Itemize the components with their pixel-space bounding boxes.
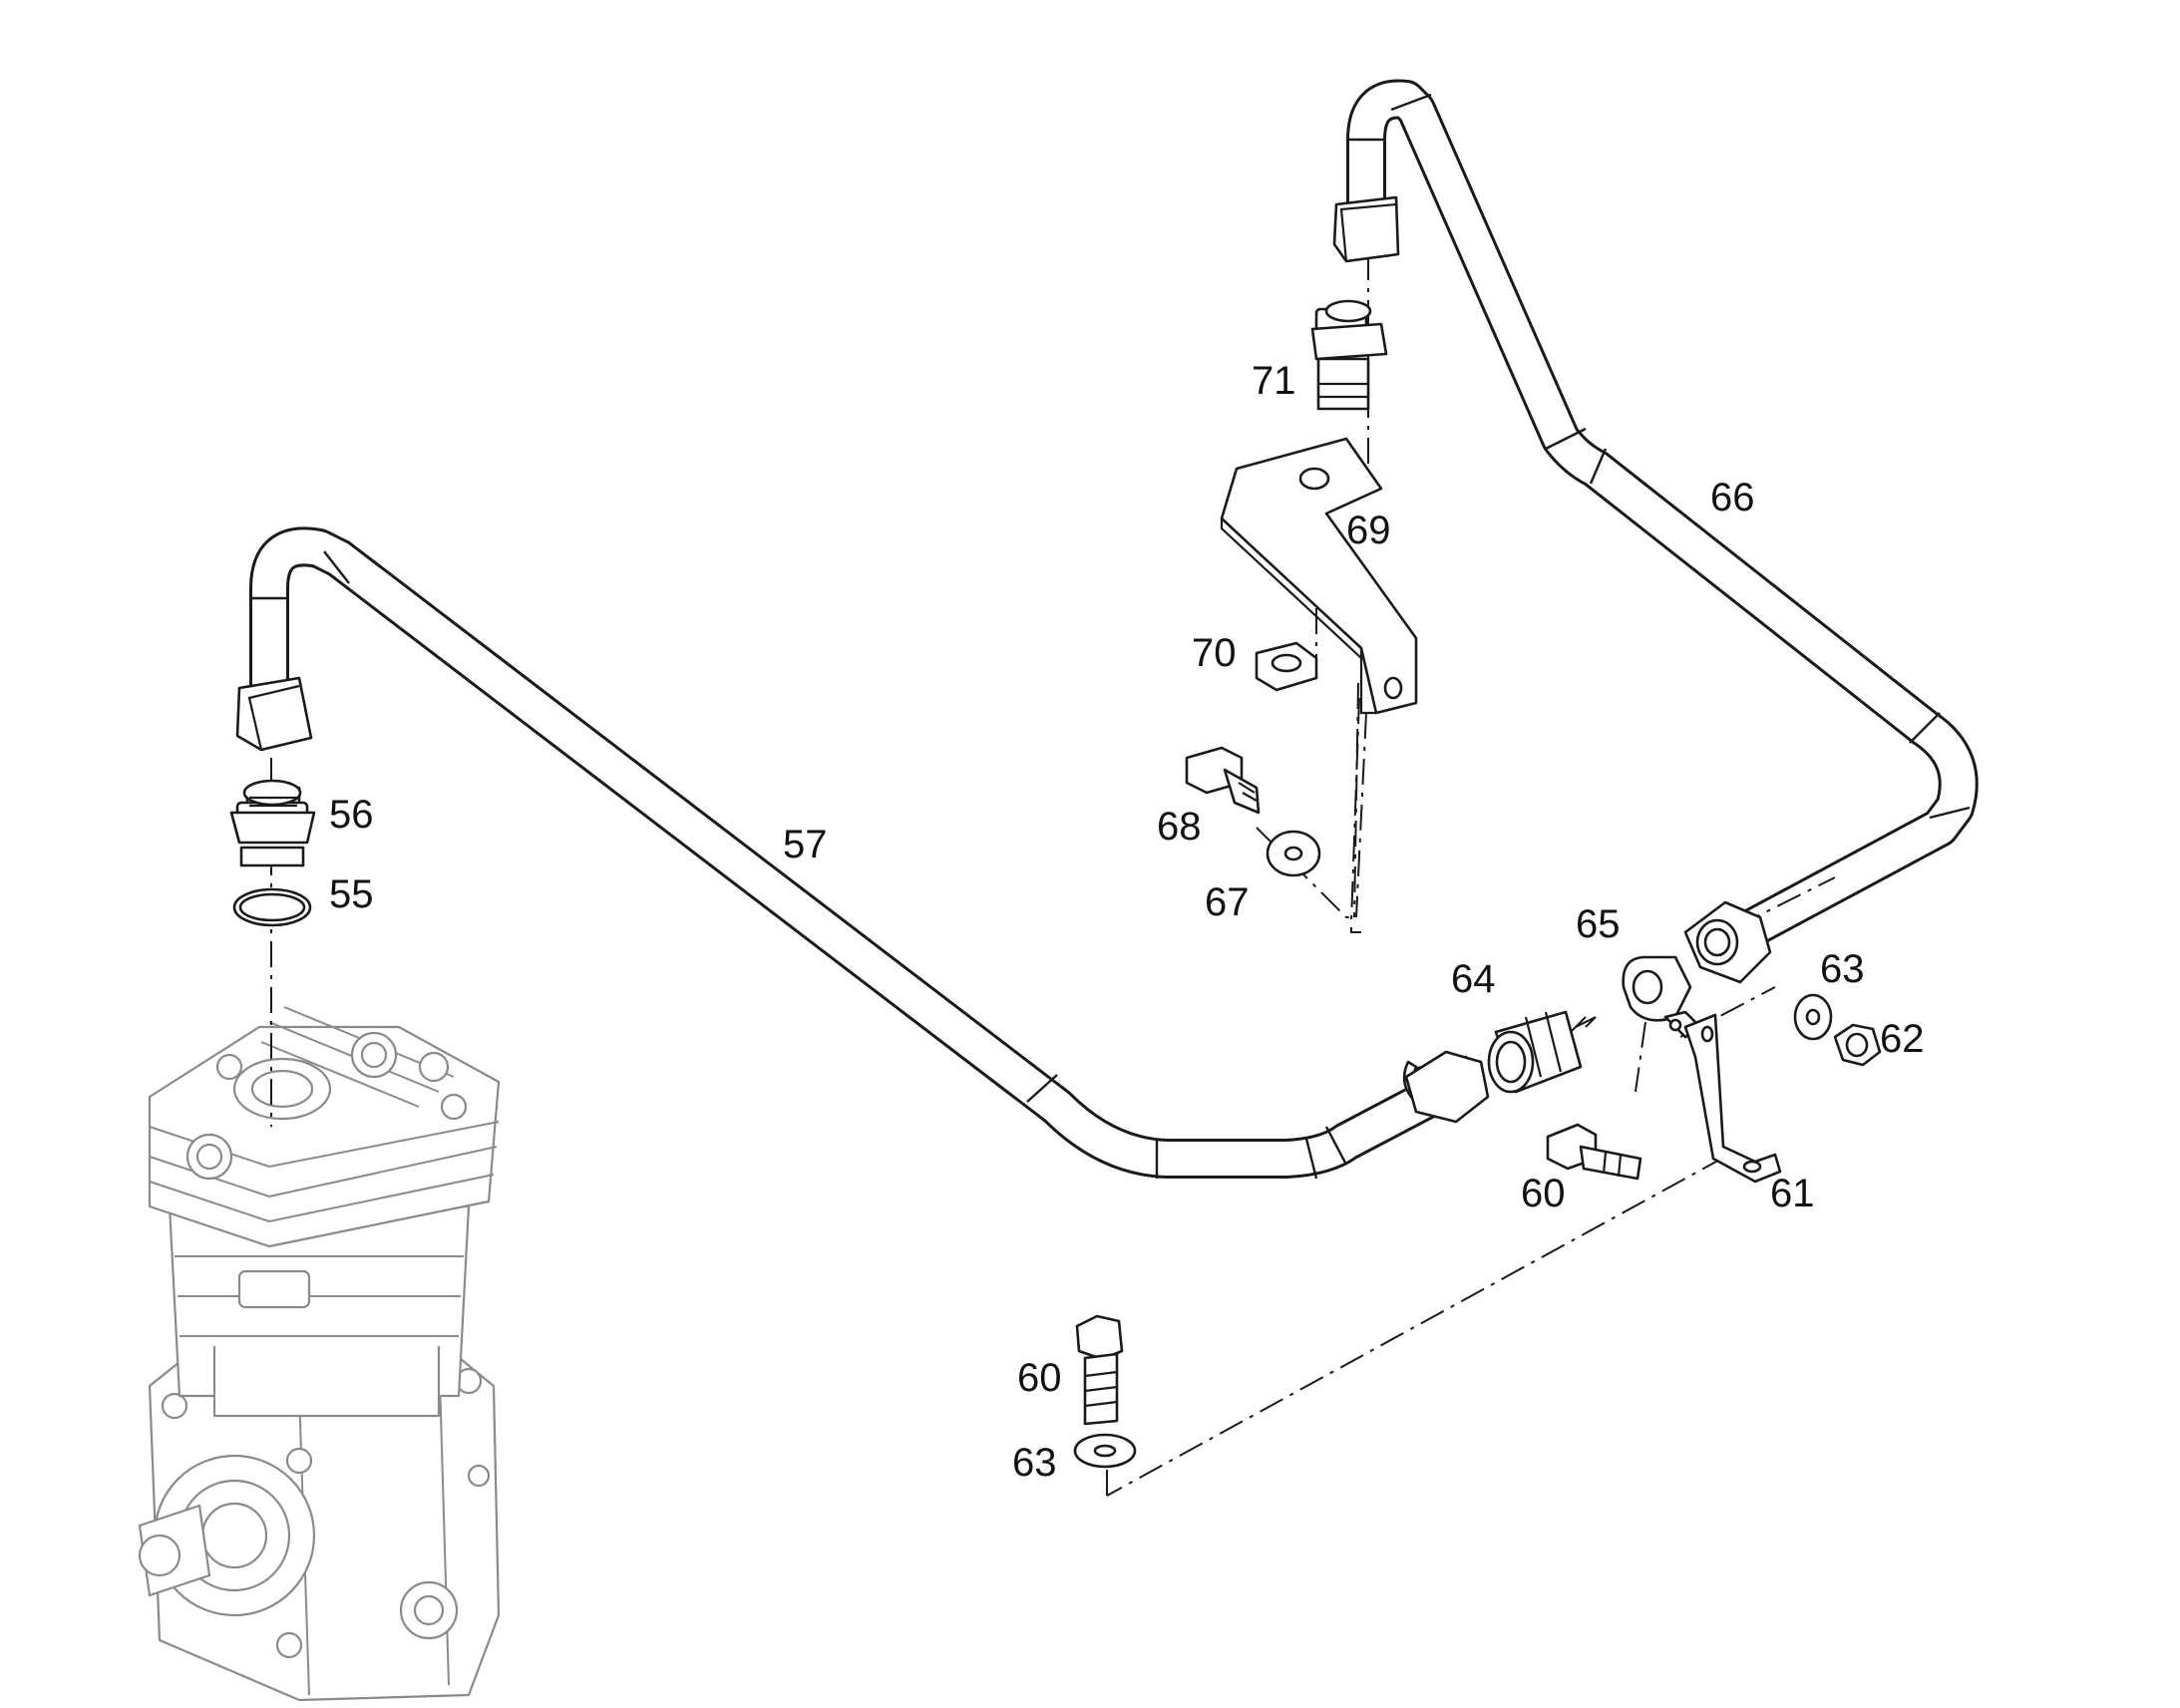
callout-61: 61 (1770, 1172, 1815, 1215)
callout-labels: 55 56 57 60 60 61 62 63 63 64 65 66 67 6… (329, 359, 1925, 1485)
union-fitting-56 (229, 676, 316, 867)
air-compressor (138, 1006, 501, 1702)
callout-70: 70 (1192, 631, 1237, 675)
pipe-nut-66 (1683, 900, 1772, 984)
pipe-57 (249, 526, 1451, 1180)
bracket-61 (1683, 1013, 1782, 1184)
callout-56: 56 (329, 793, 374, 837)
callout-69: 69 (1346, 509, 1391, 552)
nut-62 (1833, 1023, 1882, 1067)
callout-67: 67 (1205, 880, 1250, 924)
callout-60-middle: 60 (1521, 1172, 1566, 1215)
bolt-68 (1185, 746, 1261, 815)
seal-ring-55 (232, 887, 312, 927)
washer-63-right (1793, 993, 1833, 1041)
callout-55: 55 (329, 872, 374, 916)
callout-68: 68 (1157, 805, 1202, 849)
nut-70 (1255, 641, 1318, 692)
clamp-65 (1622, 955, 1702, 1039)
bolt-60-middle (1546, 1123, 1642, 1181)
callout-71: 71 (1252, 359, 1296, 403)
pipe-nut-57-right (1404, 1050, 1490, 1124)
bolt-60-bottom (1075, 1314, 1124, 1426)
callout-63-right: 63 (1820, 947, 1865, 991)
union-fitting-71 (1310, 195, 1400, 411)
bracket-69 (1220, 437, 1418, 715)
callout-63-bottom: 63 (1012, 1441, 1057, 1485)
washer-67 (1266, 830, 1321, 877)
callout-62: 62 (1880, 1017, 1925, 1061)
callout-60-bottom: 60 (1017, 1356, 1062, 1400)
callout-66: 66 (1710, 476, 1755, 519)
washer-63-bottom (1073, 1433, 1137, 1469)
callout-57: 57 (783, 823, 828, 866)
center-lines (270, 254, 1836, 1497)
pipe-66 (1346, 79, 1979, 955)
callout-64: 64 (1451, 957, 1496, 1001)
callout-65: 65 (1576, 902, 1621, 946)
